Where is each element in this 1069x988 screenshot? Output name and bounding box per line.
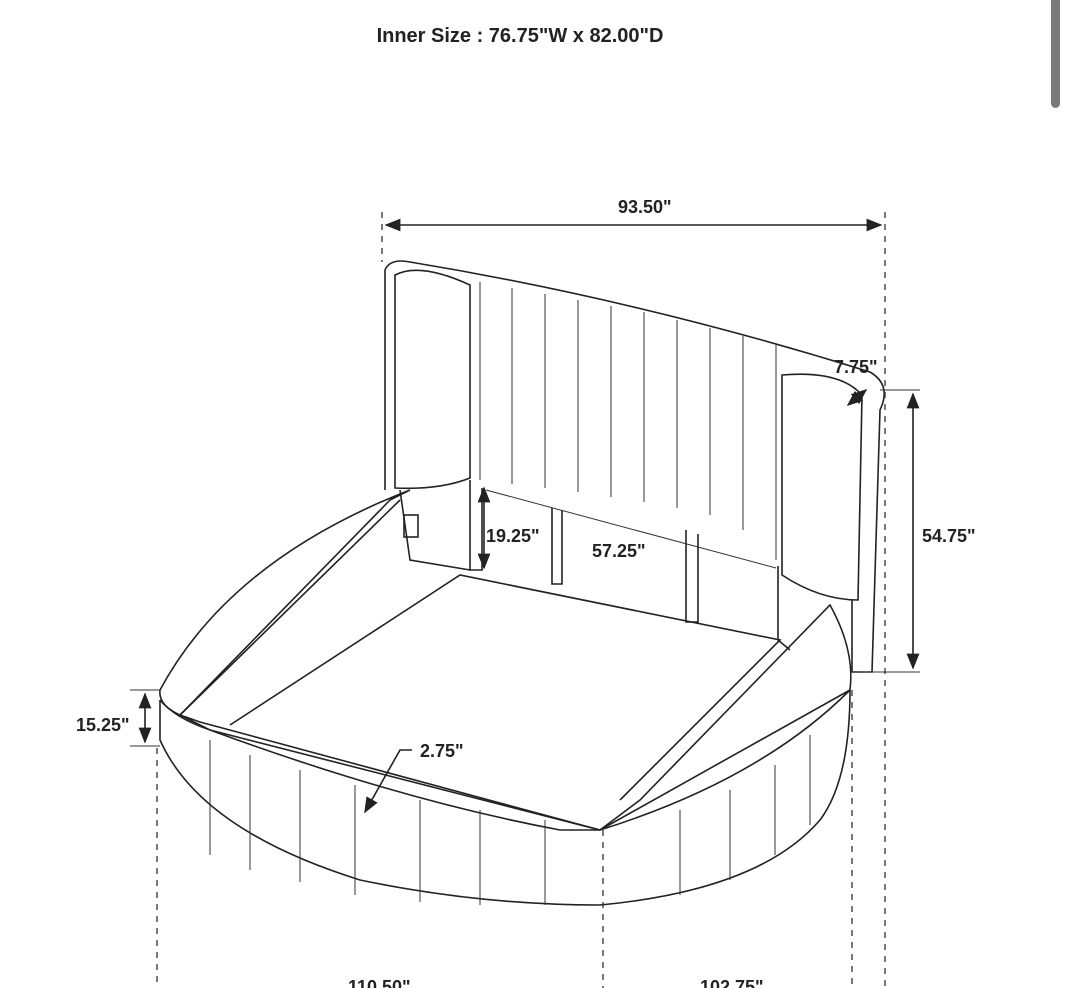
vertical-channels	[479, 282, 777, 560]
dim-leg-clearance: 19.25"	[486, 526, 540, 546]
dim-base-right-width: 102.75"	[700, 977, 764, 988]
scrollbar[interactable]	[1051, 0, 1060, 108]
dim-base-left-width: 110.50"	[348, 977, 411, 988]
dim-base-rim: 2.75"	[420, 741, 464, 761]
dim-support-span: 57.25"	[592, 541, 646, 561]
dimension-lines	[130, 212, 920, 988]
dim-base-height: 15.25"	[76, 715, 130, 735]
dim-headboard-height: 54.75"	[922, 526, 976, 546]
headboard	[384, 260, 886, 673]
round-base	[159, 489, 852, 906]
dim-wing-depth: 7.75"	[834, 357, 878, 377]
inner-size-title: Inner Size : 76.75"W x 82.00"D	[376, 25, 664, 47]
dim-overall-width: 93.50"	[618, 197, 672, 217]
